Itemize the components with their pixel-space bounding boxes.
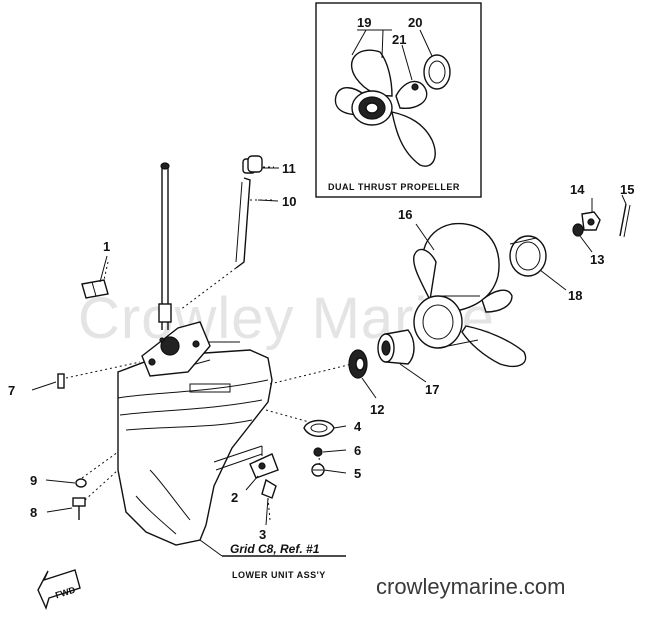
callout-12: 12 <box>370 402 384 417</box>
part-1-pin <box>81 279 109 299</box>
part-4-anode <box>303 419 335 437</box>
part-18-thrust-washer <box>509 235 547 277</box>
callout-2: 2 <box>231 490 238 505</box>
part-9-washer <box>75 478 87 488</box>
part-2-shift-cam <box>249 453 279 479</box>
callout-14: 14 <box>570 182 585 197</box>
callout-13: 13 <box>590 252 604 267</box>
part-8-bolt <box>72 497 86 520</box>
callout-15: 15 <box>620 182 634 197</box>
inset-dual-thrust-propeller: 19 20 21 DUAL THRUST PROPELLER <box>315 2 482 198</box>
site-url: crowleymarine.com <box>376 574 566 599</box>
reference-note: Grid C8, Ref. #1 LOWER UNIT ASS'Y <box>199 539 346 580</box>
part-13-washer <box>572 223 584 237</box>
part-3-pin <box>261 478 277 499</box>
callout-17: 17 <box>425 382 439 397</box>
lower-unit-housing <box>117 158 273 546</box>
callout-9: 9 <box>30 473 37 488</box>
callout-20: 20 <box>408 15 422 30</box>
part-16-propeller <box>413 222 527 368</box>
inset-frame <box>315 2 482 198</box>
part-15-cotter-pin <box>619 203 631 238</box>
callout-16: 16 <box>398 207 412 222</box>
callout-6: 6 <box>354 443 361 458</box>
part-12-thrust-washer <box>348 349 368 379</box>
callout-21: 21 <box>392 32 406 47</box>
callout-5: 5 <box>354 466 361 481</box>
inset-title: DUAL THRUST PROPELLER <box>328 182 460 192</box>
part-14-nut <box>581 211 601 231</box>
callout-1: 1 <box>103 239 110 254</box>
part-11-grommet <box>247 155 263 173</box>
callout-8: 8 <box>30 505 37 520</box>
callout-3: 3 <box>259 527 266 542</box>
callout-18: 18 <box>568 288 582 303</box>
callout-10: 10 <box>282 194 296 209</box>
part-17-spacer <box>377 329 415 365</box>
part-5-bolt <box>311 463 325 477</box>
inset-propeller-drawing <box>334 29 451 167</box>
callout-7: 7 <box>8 383 15 398</box>
grid-reference: Grid C8, Ref. #1 <box>230 542 320 556</box>
callout-19: 19 <box>357 15 371 30</box>
part-6-washer <box>313 447 323 457</box>
part-7-pin <box>57 373 65 389</box>
callout-4: 4 <box>354 419 362 434</box>
fwd-direction-arrow: FWD <box>37 569 81 611</box>
callout-11: 11 <box>282 161 296 176</box>
assembly-label: LOWER UNIT ASS'Y <box>232 570 326 580</box>
